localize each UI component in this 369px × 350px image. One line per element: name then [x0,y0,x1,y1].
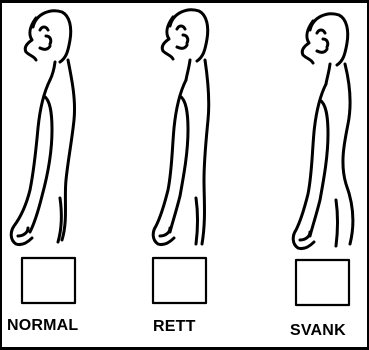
figure-normal [11,11,75,303]
figure-rett [153,10,209,303]
label-svank: SVANK [290,322,346,340]
figure-svank [293,14,353,305]
body-normal [11,60,74,245]
box-svank [296,260,349,305]
head-rett [162,10,207,80]
box-normal [22,258,75,303]
head-normal [25,11,70,80]
head-svank [302,14,347,84]
body-rett [153,60,209,245]
label-normal: NORMAL [7,317,78,335]
body-svank [293,64,353,249]
label-rett: RETT [153,318,196,336]
box-rett [153,258,206,303]
